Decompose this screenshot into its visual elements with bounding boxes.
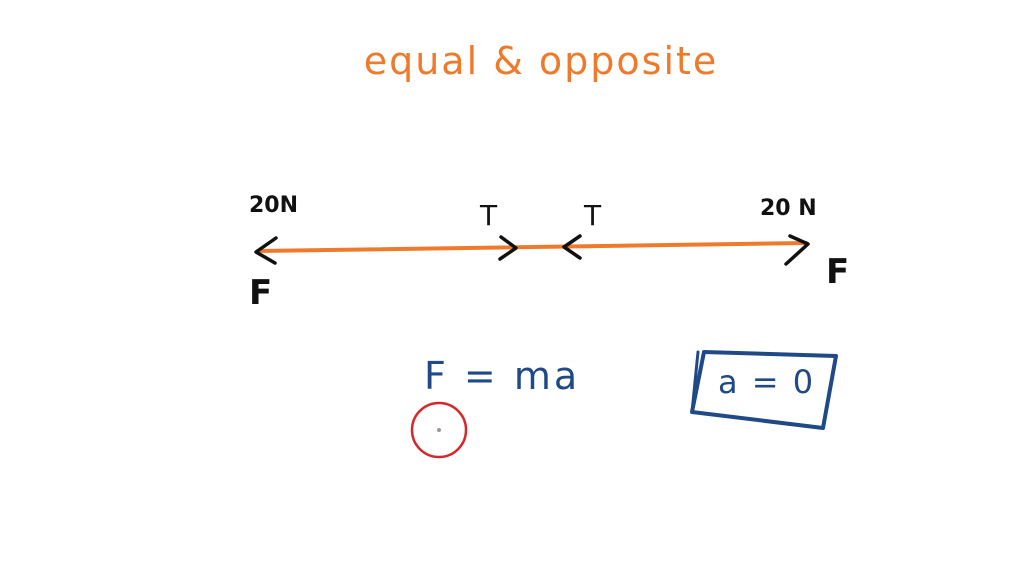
right-arrow-icon: [784, 234, 810, 266]
title-text: equal & opposite: [364, 39, 719, 83]
right-tension-label: T: [583, 199, 602, 232]
tension-right-arrow-icon: [498, 235, 518, 261]
right-force-label: 20 N: [760, 196, 817, 221]
left-f-label: F: [249, 273, 272, 313]
boxed-result-text: a = 0: [718, 363, 815, 401]
left-tension-label: T: [479, 199, 498, 232]
result-box: [690, 350, 838, 430]
cursor-highlight-circle-icon: [410, 401, 468, 459]
right-f-label: F: [826, 252, 849, 292]
equation-text: F = ma: [424, 354, 580, 398]
result-box-inner-line: [690, 350, 700, 414]
left-force-label: 20N: [249, 193, 298, 218]
rope-line: [256, 241, 808, 253]
tension-left-arrow-icon: [562, 234, 582, 260]
cursor-dot: [437, 428, 441, 432]
left-arrow-icon: [254, 236, 278, 265]
